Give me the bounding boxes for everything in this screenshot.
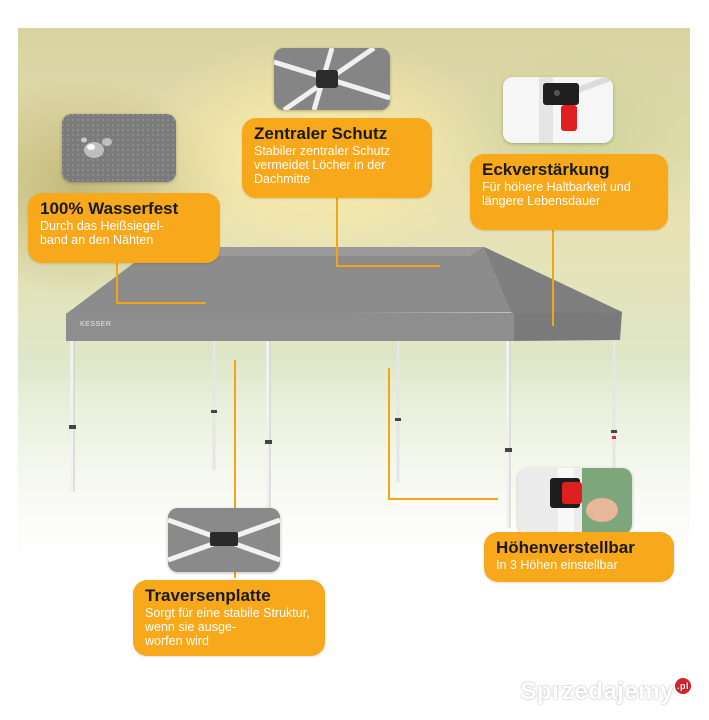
callout-title: Traversenplatte <box>145 586 271 605</box>
callout-text: Durch das Heißsiegel- band an den Nähten <box>40 219 164 247</box>
callout-height: Höhenverstellbar In 3 Höhen einstellbar <box>484 532 674 582</box>
connector-waterproof <box>116 262 118 304</box>
water-drop-fabric-icon <box>62 114 176 182</box>
callout-text: Für höhere Haltbarkeit und längere Leben… <box>482 180 631 208</box>
connector-height <box>388 498 498 500</box>
callout-central: Zentraler Schutz Stabiler zentraler Schu… <box>242 118 432 198</box>
connector-central <box>336 198 338 266</box>
brand-mark: KESSER <box>80 321 112 328</box>
callout-corner: Eckverstärkung Für höhere Haltbarkeit un… <box>470 154 668 230</box>
watermark: Sprzedajemy.pl <box>520 678 691 706</box>
callout-text: Stabiler zentraler Schutz vermeidet Löch… <box>254 144 391 186</box>
callout-title: Eckverstärkung <box>482 160 610 179</box>
callout-title: Höhenverstellbar <box>496 538 635 557</box>
height-lock-photo <box>518 468 632 534</box>
truss-plate-photo <box>168 508 280 572</box>
corner-bracket-photo <box>503 77 613 143</box>
connector-truss <box>234 360 236 578</box>
central-joint-photo <box>274 48 390 110</box>
callout-text: Sorgt für eine stabile Struktur, wenn si… <box>145 606 310 648</box>
connector-height <box>388 368 390 500</box>
callout-title: Zentraler Schutz <box>254 124 388 143</box>
callout-truss: Traversenplatte Sorgt für eine stabile S… <box>133 580 325 656</box>
connector-corner <box>552 230 554 326</box>
callout-title: 100% Wasserfest <box>40 199 179 218</box>
watermark-text: Sprzedajemy <box>520 678 674 705</box>
watermark-tld: .pl <box>675 678 691 694</box>
callout-text: In 3 Höhen einstellbar <box>496 558 618 572</box>
callout-waterproof: 100% Wasserfest Durch das Heißsiegel- ba… <box>28 193 220 263</box>
connector-central <box>336 265 440 267</box>
connector-waterproof <box>116 302 206 304</box>
